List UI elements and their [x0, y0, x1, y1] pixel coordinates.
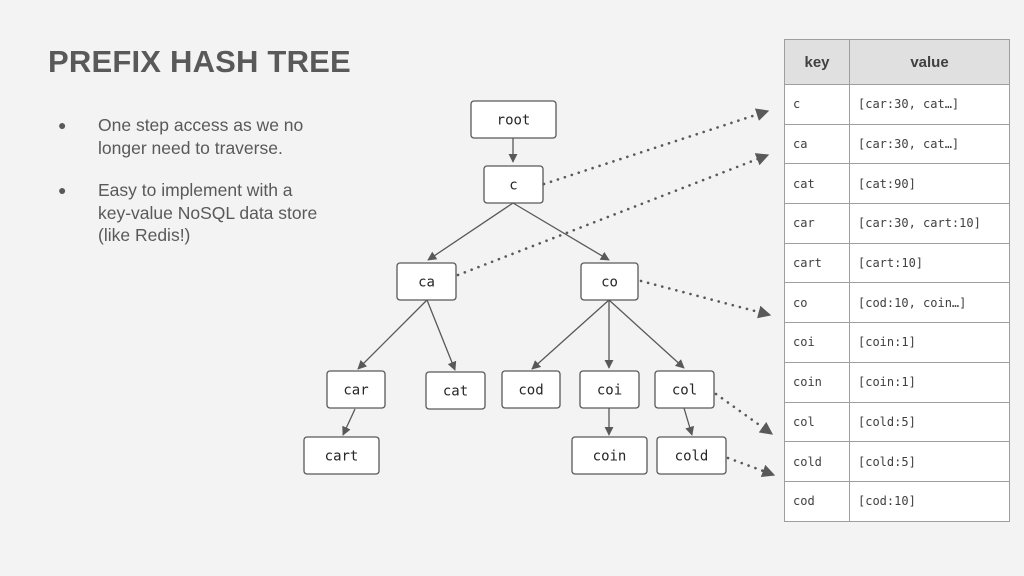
cell-value: [car:30, cat…] [849, 84, 1010, 125]
node-label: co [601, 275, 618, 291]
edge-ca-car [357, 299, 428, 370]
tree-node-col: col [654, 370, 715, 409]
cell-key: c [784, 84, 850, 125]
table-row: cold [cold:5] [784, 441, 1010, 482]
edge-c-co [512, 202, 610, 261]
cell-value: [car:30, cart:10] [849, 203, 1010, 244]
slide-title: PREFIX HASH TREE [48, 44, 351, 79]
pointer-co-to-table [639, 279, 772, 319]
cell-key: car [784, 203, 850, 244]
cell-value: [coin:1] [849, 361, 1010, 403]
edge-car-cart [342, 408, 356, 436]
cell-key: cod [784, 480, 850, 522]
tree-node-coi: coi [579, 370, 640, 409]
tree-node-ca: ca [396, 262, 457, 301]
node-label: ca [418, 275, 435, 291]
edge-co-col [608, 299, 685, 369]
table-header-row: key value [784, 39, 1010, 85]
tree-node-co: co [580, 262, 639, 301]
node-label: cat [443, 384, 468, 400]
tree-node-coin: coin [571, 436, 648, 475]
node-label: root [497, 113, 531, 129]
table-row: c [car:30, cat…] [784, 84, 1010, 125]
node-label: cold [675, 449, 709, 465]
cell-key: coi [784, 322, 850, 363]
edge-col-cold [683, 407, 695, 436]
edge-c-ca [427, 202, 514, 261]
node-label: car [343, 383, 368, 399]
cell-value: [cart:10] [849, 242, 1010, 284]
cell-key: cat [784, 163, 850, 205]
node-label: c [509, 178, 517, 194]
bullet-dot-icon: ● [58, 182, 67, 198]
table-row: coi [coin:1] [784, 322, 1010, 363]
cell-value: [car:30, cat…] [849, 123, 1010, 165]
table-row: cat [cat:90] [784, 163, 1010, 205]
tree-node-c: c [483, 165, 544, 204]
cell-key: coin [784, 361, 850, 403]
cell-value: [cat:90] [849, 163, 1010, 205]
bullet-text: One step access as we no longer need to … [98, 115, 304, 158]
cell-value: [cod:10] [849, 480, 1010, 522]
table-row: car [car:30, cart:10] [784, 203, 1010, 244]
tree-node-cold: cold [656, 436, 727, 475]
table-row: cart [cart:10] [784, 242, 1010, 284]
key-value-table: key value c [car:30, cat…] ca [car:30, c… [784, 39, 1010, 522]
table-row: coin [coin:1] [784, 361, 1010, 403]
node-label: cod [518, 383, 543, 399]
tree-node-cod: cod [501, 370, 561, 409]
table-row: col [cold:5] [784, 401, 1010, 443]
node-label: coi [597, 383, 622, 399]
cell-key: ca [784, 123, 850, 165]
tree-node-cat: cat [425, 371, 486, 410]
edge-co-cod [531, 299, 610, 370]
cell-value: [cold:5] [849, 401, 1010, 443]
tree-node-root: root [470, 100, 557, 139]
cell-key: cart [784, 242, 850, 284]
pointer-ca-to-table [456, 153, 770, 277]
bullet-text: Easy to implement with a key-value NoSQL… [98, 180, 318, 245]
bullet-item: ● Easy to implement with a key-value NoS… [58, 179, 318, 247]
bullet-dot-icon: ● [58, 117, 67, 133]
tree-node-car: car [326, 370, 386, 409]
table-row: ca [car:30, cat…] [784, 123, 1010, 165]
cell-value: [cold:5] [849, 441, 1010, 482]
cell-value: [cod:10, coin…] [849, 282, 1010, 324]
node-label: cart [325, 449, 359, 465]
table-row: co [cod:10, coin…] [784, 282, 1010, 324]
column-header-key: key [784, 39, 850, 85]
node-label: col [672, 383, 697, 399]
cell-key: co [784, 282, 850, 324]
cell-key: cold [784, 441, 850, 482]
bullet-list: ● One step access as we no longer need t… [58, 114, 318, 267]
cell-key: col [784, 401, 850, 443]
pointer-cold-to-table [726, 456, 776, 478]
node-label: coin [593, 449, 627, 465]
column-header-value: value [849, 39, 1010, 85]
bullet-item: ● One step access as we no longer need t… [58, 114, 318, 159]
cell-value: [coin:1] [849, 322, 1010, 363]
pointer-col-to-table [714, 392, 774, 436]
pointer-c-to-table [542, 108, 770, 186]
edge-ca-cat [426, 299, 457, 371]
tree-node-cart: cart [303, 436, 380, 475]
table-row: cod [cod:10] [784, 480, 1010, 522]
